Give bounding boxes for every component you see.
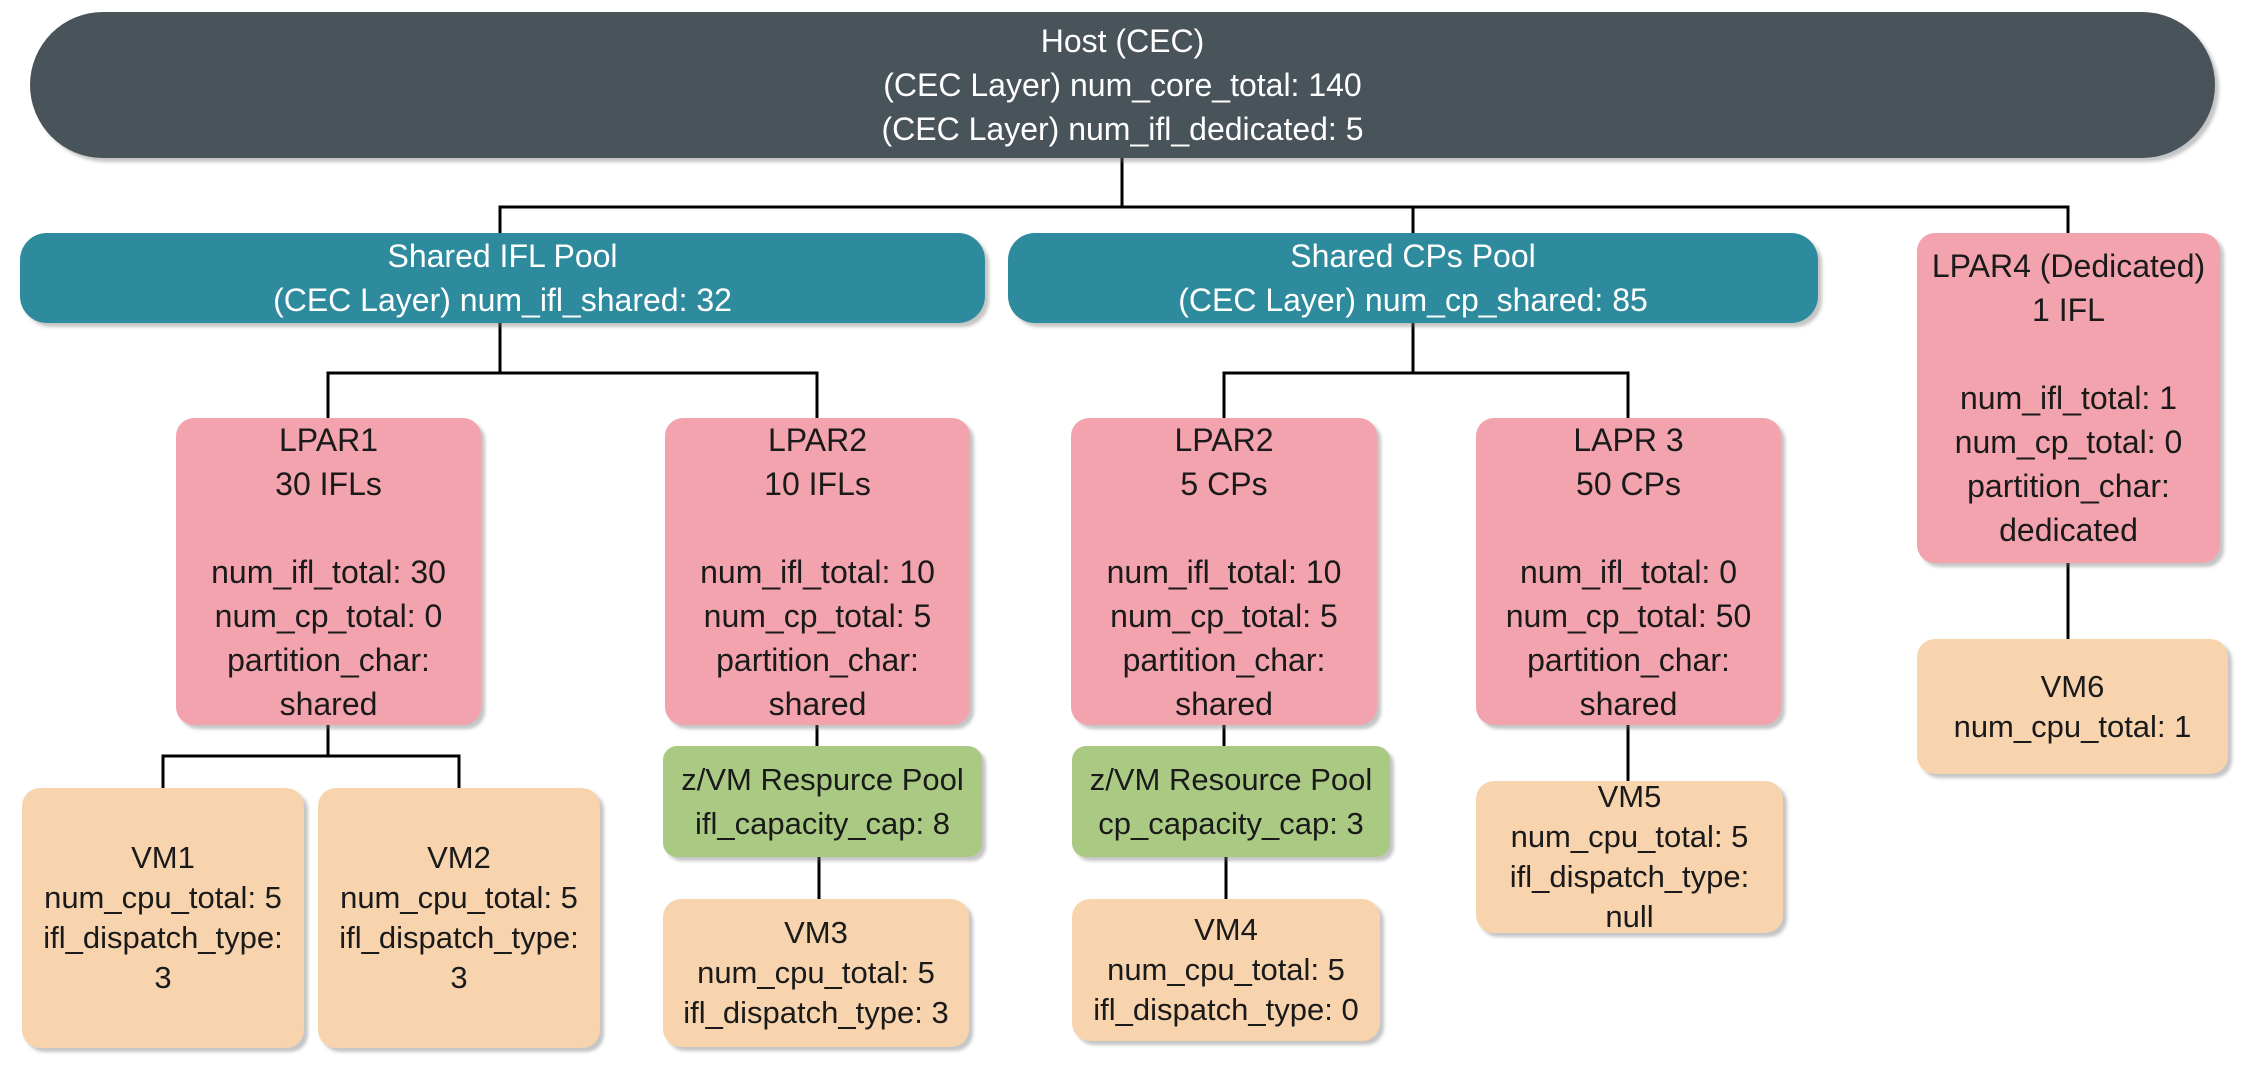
zvm-pool-ifl-attr: ifl_capacity_cap: 8 (694, 805, 951, 841)
lpar2-ifl-box: LPAR2 10 IFLs num_ifl_total: 10 num_cp_t… (665, 418, 970, 725)
vm3-box: VM3 num_cpu_total: 5 ifl_dispatch_type: … (663, 899, 969, 1047)
vm3-title: VM3 (784, 915, 848, 950)
vm2-attr-ifl-dispatch-type: ifl_dispatch_type: (339, 920, 579, 955)
zvm-pool-cp-attr: cp_capacity_cap: 3 (1098, 805, 1364, 841)
lpar2-cp-attr-num-ifl-total: num_ifl_total: 10 (1106, 553, 1342, 590)
lpar4-dedicated-box: LPAR4 (Dedicated) 1 IFL num_ifl_total: 1… (1917, 233, 2220, 563)
vm2-attr-ifl-dispatch-type-value: 3 (450, 960, 468, 995)
vm6-title: VM6 (2040, 668, 2105, 704)
lpar2-cp-attr-partition-char-value: shared (1175, 685, 1273, 722)
vm3-attr-ifl-dispatch-type: ifl_dispatch_type: 3 (683, 995, 949, 1030)
host-title: Host (CEC) (1040, 23, 1205, 59)
lpar2-cp-attr-partition-char: partition_char: (1122, 641, 1326, 678)
lpar4-attr-partition-char-value: dedicated (1999, 512, 2138, 548)
lapr3-box: LAPR 3 50 CPs num_ifl_total: 0 num_cp_to… (1476, 418, 1781, 725)
lpar2-ifl-subtitle: 10 IFLs (764, 465, 871, 502)
lpar2-ifl-attr-num-ifl-total: num_ifl_total: 10 (700, 553, 935, 590)
vm4-attr-num-cpu-total: num_cpu_total: 5 (1107, 952, 1345, 987)
zvm-pool-cp-title: z/VM Resource Pool (1089, 761, 1373, 797)
vm1-attr-num-cpu-total: num_cpu_total: 5 (44, 880, 282, 915)
shared-ifl-pool-title: Shared IFL Pool (387, 238, 618, 274)
vm2-title: VM2 (427, 840, 491, 875)
lpar2-cp-title: LPAR2 (1174, 421, 1274, 458)
vm5-attr-ifl-dispatch-type-value: null (1605, 899, 1654, 934)
vm4-box: VM4 num_cpu_total: 5 ifl_dispatch_type: … (1072, 899, 1380, 1041)
lapr3-attr-partition-char-value: shared (1579, 685, 1678, 722)
lpar1-box: LPAR1 30 IFLs num_ifl_total: 30 num_cp_t… (176, 418, 481, 725)
shared-cps-pool-attr: (CEC Layer) num_cp_shared: 85 (1178, 282, 1648, 318)
host-attr-num-ifl-dedicated: (CEC Layer) num_ifl_dedicated: 5 (881, 111, 1364, 147)
shared-ifl-pool-box: Shared IFL Pool (CEC Layer) num_ifl_shar… (20, 233, 985, 323)
vm5-box: VM5 num_cpu_total: 5 ifl_dispatch_type: … (1476, 779, 1783, 934)
lapr3-attr-num-ifl-total: num_ifl_total: 0 (1519, 553, 1737, 590)
vm5-attr-num-cpu-total: num_cpu_total: 5 (1510, 819, 1749, 854)
lpar2-cp-box: LPAR2 5 CPs num_ifl_total: 10 num_cp_tot… (1071, 418, 1377, 725)
lpar4-attr-partition-char: partition_char: (1967, 468, 2170, 504)
lapr3-spacer (1476, 506, 1781, 550)
lapr3-subtitle: 50 CPs (1576, 465, 1681, 502)
lpar1-subtitle: 30 IFLs (275, 465, 382, 502)
vm1-box: VM1 num_cpu_total: 5 ifl_dispatch_type: … (22, 788, 304, 1048)
vm5-title: VM5 (1597, 779, 1662, 814)
lpar2-ifl-attr-partition-char-value: shared (768, 685, 867, 722)
lpar1-spacer (176, 506, 481, 550)
host-attr-num-core-total: (CEC Layer) num_core_total: 140 (883, 67, 1362, 103)
zvm-pool-ifl-title: z/VM Respurce Pool (681, 761, 964, 797)
vm6-box: VM6 num_cpu_total: 1 (1917, 639, 2228, 774)
shared-cps-pool-title: Shared CPs Pool (1290, 238, 1536, 274)
connector-path (161, 158, 2070, 900)
lpar4-attr-num-cp-total: num_cp_total: 0 (1954, 424, 2183, 460)
vm2-box: VM2 num_cpu_total: 5 ifl_dispatch_type: … (318, 788, 600, 1048)
vm1-attr-ifl-dispatch-type: ifl_dispatch_type: (43, 920, 283, 955)
lpar2-ifl-spacer (665, 506, 970, 550)
lapr3-attr-num-cp-total: num_cp_total: 50 (1505, 597, 1752, 634)
lpar2-ifl-attr-num-cp-total: num_cp_total: 5 (703, 597, 932, 634)
vm2-attr-num-cpu-total: num_cpu_total: 5 (340, 880, 578, 915)
lpar1-attr-num-cp-total: num_cp_total: 0 (214, 597, 443, 634)
vm1-attr-ifl-dispatch-type-value: 3 (154, 960, 172, 995)
host-cec-box: Host (CEC) (CEC Layer) num_core_total: 1… (30, 12, 2215, 158)
lpar4-title: LPAR4 (Dedicated) (1931, 248, 2206, 284)
zvm-resource-pool-ifl-box: z/VM Respurce Pool ifl_capacity_cap: 8 (663, 746, 982, 857)
shared-ifl-pool-attr: (CEC Layer) num_ifl_shared: 32 (273, 282, 732, 318)
lpar1-attr-partition-char-value: shared (279, 685, 378, 722)
lpar4-attr-num-ifl-total: num_ifl_total: 1 (1959, 380, 2177, 416)
lpar2-cp-spacer (1071, 506, 1377, 550)
lpar1-attr-partition-char: partition_char: (227, 641, 430, 678)
lpar4-subtitle: 1 IFL (2032, 292, 2105, 328)
lpar1-title: LPAR1 (278, 421, 378, 458)
lpar2-cp-subtitle: 5 CPs (1180, 465, 1268, 502)
lapr3-attr-partition-char: partition_char: (1527, 641, 1730, 678)
vm3-attr-num-cpu-total: num_cpu_total: 5 (697, 955, 935, 990)
lpar2-ifl-title: LPAR2 (767, 421, 867, 458)
shared-cps-pool-box: Shared CPs Pool (CEC Layer) num_cp_share… (1008, 233, 1818, 323)
vm6-attr-num-cpu-total: num_cpu_total: 1 (1953, 708, 2192, 744)
lapr3-title: LAPR 3 (1573, 421, 1684, 458)
lpar4-spacer (1917, 332, 2220, 376)
vm4-attr-ifl-dispatch-type: ifl_dispatch_type: 0 (1093, 992, 1359, 1027)
vm5-attr-ifl-dispatch-type: ifl_dispatch_type: (1509, 859, 1750, 894)
zvm-resource-pool-cp-box: z/VM Resource Pool cp_capacity_cap: 3 (1072, 746, 1390, 857)
vm4-title: VM4 (1194, 912, 1258, 947)
vm1-title: VM1 (131, 840, 195, 875)
lpar2-ifl-attr-partition-char: partition_char: (716, 641, 919, 678)
lpar1-attr-num-ifl-total: num_ifl_total: 30 (211, 553, 446, 590)
lpar2-cp-attr-num-cp-total: num_cp_total: 5 (1110, 597, 1338, 634)
